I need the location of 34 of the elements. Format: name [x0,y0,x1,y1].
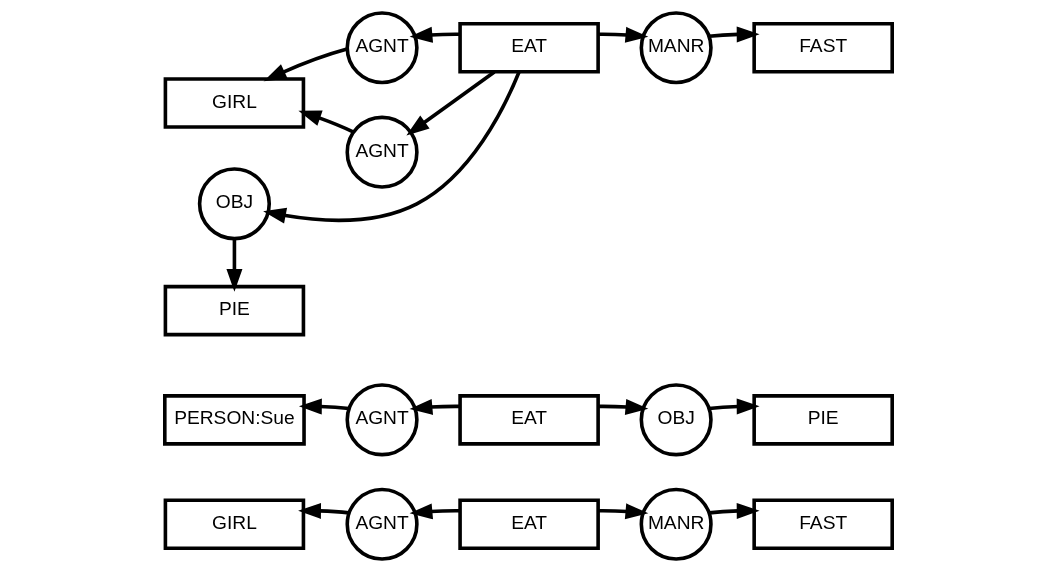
arrow [708,26,760,43]
node-circle: AGNT [344,383,419,457]
arrow [262,71,521,224]
node-circle: AGNT [344,11,419,85]
arrow [263,47,347,82]
node-box: EAT [457,21,600,74]
node-box: GIRL [163,77,305,129]
node-circle: MANR [639,487,713,561]
arrow [597,503,648,520]
node-box: EAT [457,498,600,551]
node-box: EAT [457,394,600,446]
node-box: PIE [751,394,894,446]
node-box: PERSON:Sue [162,394,306,446]
arrow [405,70,495,136]
node-box: FAST [751,498,894,551]
node-circle: AGNT [344,487,419,561]
node-circle: OBJ [197,167,271,241]
node-circle: MANR [639,11,713,85]
arrow [708,502,760,519]
arrow [409,503,460,520]
arrow [708,398,760,415]
arrow [297,110,354,134]
node-box: PIE [163,284,305,337]
arrow [298,398,349,415]
node-circle: OBJ [639,383,713,457]
arrow [597,398,648,415]
node-circle: AGNT [344,115,419,189]
arrow [297,502,349,519]
arrow [225,238,242,292]
arrow [409,26,460,43]
arrow [409,398,460,415]
node-box: GIRL [163,498,305,551]
node-box: FAST [751,21,894,74]
arrow [597,26,648,43]
